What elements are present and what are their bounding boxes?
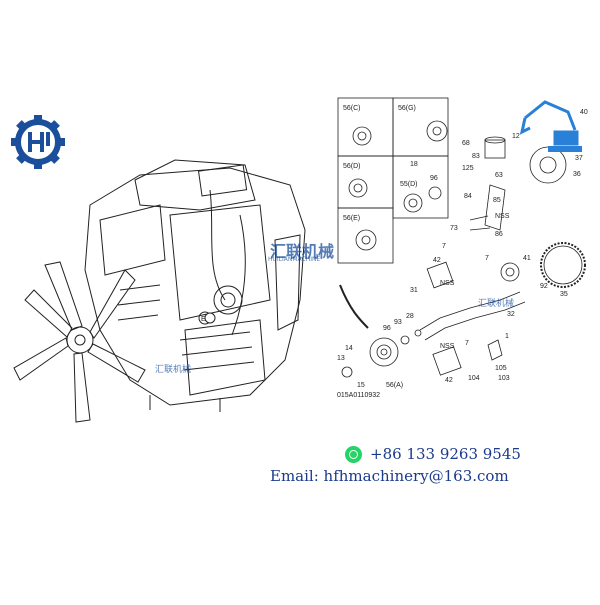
callout: 12 xyxy=(512,133,520,140)
callout: 42 xyxy=(445,377,453,384)
callout: 103 xyxy=(498,375,510,382)
callout: 13 xyxy=(337,355,345,362)
callout: 15 xyxy=(357,382,365,389)
callout: 83 xyxy=(472,153,480,160)
callout: 84 xyxy=(464,193,472,200)
callout: 56(D) xyxy=(343,163,361,170)
callout: 31 xyxy=(410,287,418,294)
callout: 56(E) xyxy=(343,215,360,222)
phone-number: +86 133 9263 9545 xyxy=(370,445,521,463)
callout: 28 xyxy=(406,313,414,320)
callout: 37 xyxy=(575,155,583,162)
email-address: hfhmachinery@163.com xyxy=(323,467,509,485)
email-row: Email: hfhmachinery@163.com xyxy=(270,467,600,485)
callout: 93 xyxy=(394,319,402,326)
email-label: Email: xyxy=(270,467,319,485)
drawing-number: 015A0110932 xyxy=(337,392,380,399)
callout: 36 xyxy=(573,171,581,178)
callout: 56(C) xyxy=(343,105,361,112)
callout: 40 xyxy=(580,109,588,116)
callout: 7 xyxy=(465,340,469,347)
callout: 125 xyxy=(462,165,474,172)
engine-illustration: E xyxy=(84,159,306,412)
callout: 55(D) xyxy=(400,181,418,188)
callout: 42 xyxy=(433,257,441,264)
watermark-cn: 汇联机械 xyxy=(270,242,335,261)
callout: 68 xyxy=(462,140,470,147)
callout: 96 xyxy=(430,175,438,182)
callout: 56(A) xyxy=(386,382,403,389)
watermark-cn-small-right: 汇联机械 xyxy=(478,299,515,309)
callout: 32 xyxy=(507,311,515,318)
fan-illustration xyxy=(13,261,146,423)
callout: 7 xyxy=(485,255,489,262)
callout: NSS xyxy=(440,280,455,287)
excavator-icon xyxy=(519,100,582,152)
callout: 105 xyxy=(495,365,507,372)
callout: NSS xyxy=(495,213,510,220)
callout: 92 xyxy=(540,283,548,290)
callout: 104 xyxy=(468,375,480,382)
whatsapp-icon xyxy=(345,445,362,463)
callout-labels: 56(C) 56(G) 56(D) 18 55(D) 96 56(E) 68 8… xyxy=(337,105,588,399)
phone-row: +86 133 9263 9545 xyxy=(345,445,600,463)
callout: 96 xyxy=(383,325,391,332)
svg-text:E: E xyxy=(201,316,206,323)
callout: 86 xyxy=(495,231,503,238)
callout: 63 xyxy=(495,172,503,179)
company-gear-logo-icon xyxy=(11,115,65,169)
callout: 1 xyxy=(505,333,509,340)
callout: 35 xyxy=(560,291,568,298)
exploded-parts-view xyxy=(337,97,586,378)
callout: 14 xyxy=(345,345,353,352)
callout: 18 xyxy=(410,161,418,168)
callout: 73 xyxy=(450,225,458,232)
callout: 85 xyxy=(493,197,501,204)
watermark-en: HUILIANMACHINE xyxy=(268,256,321,263)
watermark-cn-small: 汇联机械 xyxy=(155,365,192,375)
callout: 7 xyxy=(442,243,446,250)
callout: 41 xyxy=(523,255,531,262)
callout: NSS xyxy=(440,343,455,350)
callout: 56(G) xyxy=(398,105,416,112)
